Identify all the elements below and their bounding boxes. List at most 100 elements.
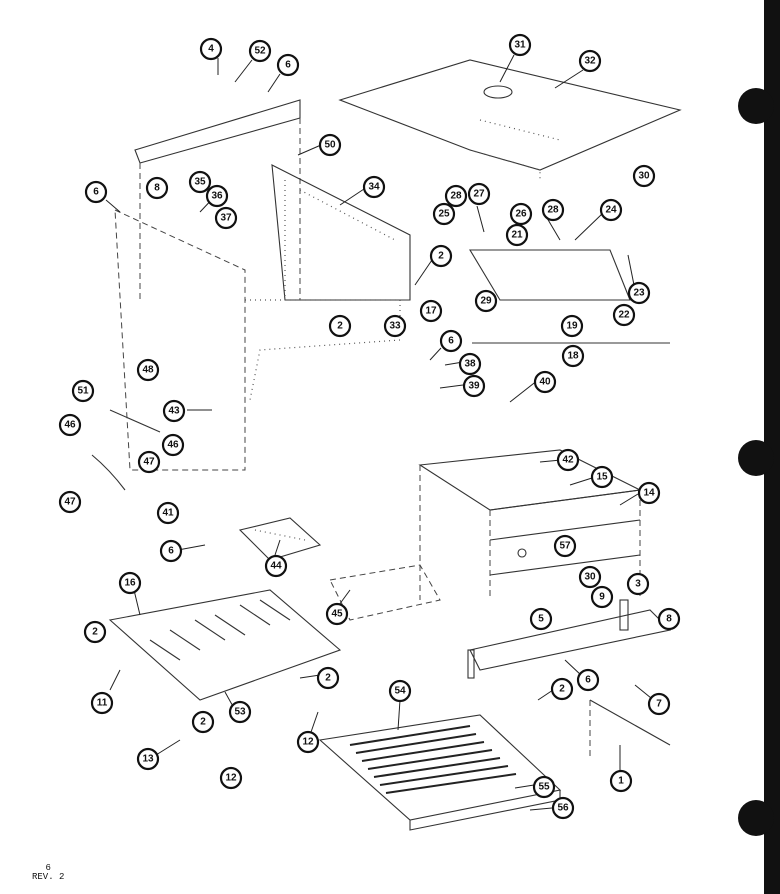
svg-text:42: 42 — [562, 455, 574, 466]
page-footer: 6 REV. 2 — [32, 864, 64, 882]
svg-text:26: 26 — [515, 209, 527, 220]
callout-3: 3 — [626, 572, 650, 596]
svg-text:57: 57 — [559, 541, 571, 552]
callout-38: 38 — [458, 352, 482, 376]
heater-plate-outline — [108, 589, 342, 701]
svg-text:30: 30 — [584, 572, 596, 583]
callout-24: 24 — [599, 198, 623, 222]
callout-13: 13 — [136, 747, 160, 771]
top-cover-vent — [483, 85, 513, 99]
callout-32: 32 — [578, 49, 602, 73]
door-handle-left — [467, 649, 475, 679]
svg-text:22: 22 — [618, 310, 630, 321]
svg-text:14: 14 — [643, 488, 655, 499]
callout-2: 2 — [328, 314, 352, 338]
svg-text:50: 50 — [324, 140, 336, 151]
callout-48: 48 — [136, 358, 160, 382]
panel-45-outline — [329, 564, 441, 621]
svg-text:2: 2 — [438, 251, 444, 262]
svg-text:28: 28 — [547, 205, 559, 216]
callout-31: 31 — [508, 33, 532, 57]
svg-text:32: 32 — [584, 56, 596, 67]
svg-text:36: 36 — [211, 191, 223, 202]
callout-30: 30 — [632, 164, 656, 188]
callout-6: 6 — [439, 329, 463, 353]
svg-text:47: 47 — [143, 457, 155, 468]
binder-edge — [738, 0, 780, 894]
punch-hole-top — [738, 88, 774, 124]
svg-text:33: 33 — [389, 321, 401, 332]
svg-text:52: 52 — [254, 46, 266, 57]
callout-46: 46 — [161, 433, 185, 457]
binder-strip — [764, 0, 780, 894]
callout-44: 44 — [264, 554, 288, 578]
callout-51: 51 — [71, 379, 95, 403]
revision-label: REV. 2 — [32, 872, 65, 882]
callout-16: 16 — [118, 571, 142, 595]
callout-52: 52 — [248, 39, 272, 63]
svg-text:23: 23 — [633, 288, 645, 299]
callout-2: 2 — [429, 244, 453, 268]
svg-text:5: 5 — [538, 614, 544, 625]
svg-text:24: 24 — [605, 205, 617, 216]
svg-text:7: 7 — [656, 699, 662, 710]
callout-2: 2 — [316, 666, 340, 690]
side-panel-detail — [284, 180, 396, 300]
callout-42: 42 — [556, 448, 580, 472]
callout-29: 29 — [474, 289, 498, 313]
callout-30: 30 — [578, 565, 602, 589]
callout-6: 6 — [84, 180, 108, 204]
top-cover-detail — [469, 119, 561, 180]
callout-23: 23 — [627, 281, 651, 305]
callout-40: 40 — [533, 370, 557, 394]
callout-2: 2 — [550, 677, 574, 701]
callout-34: 34 — [362, 175, 386, 199]
callout-6: 6 — [276, 53, 300, 77]
callout-27: 27 — [467, 182, 491, 206]
svg-text:2: 2 — [200, 717, 206, 728]
svg-text:17: 17 — [425, 306, 437, 317]
svg-text:44: 44 — [270, 561, 282, 572]
callout-2: 2 — [83, 620, 107, 644]
callout-57: 57 — [553, 534, 577, 558]
svg-text:19: 19 — [566, 321, 578, 332]
svg-text:54: 54 — [394, 686, 406, 697]
svg-text:53: 53 — [234, 707, 246, 718]
svg-text:2: 2 — [337, 321, 343, 332]
component-tray-outline — [469, 249, 631, 301]
svg-text:40: 40 — [539, 377, 551, 388]
door-bracket-right — [619, 599, 629, 631]
svg-text:11: 11 — [97, 698, 108, 709]
svg-text:6: 6 — [285, 60, 291, 71]
callout-1: 1 — [609, 769, 633, 793]
svg-text:30: 30 — [638, 171, 650, 182]
knob-57 — [517, 548, 527, 558]
callout-28: 28 — [541, 198, 565, 222]
callout-47: 47 — [58, 490, 82, 514]
callout-8: 8 — [657, 607, 681, 631]
svg-text:6: 6 — [168, 546, 174, 557]
svg-text:34: 34 — [368, 182, 380, 193]
callout-33: 33 — [383, 314, 407, 338]
callout-5: 5 — [529, 607, 553, 631]
rod-51 — [109, 409, 161, 433]
svg-text:12: 12 — [225, 773, 237, 784]
svg-text:4: 4 — [208, 44, 214, 55]
svg-text:43: 43 — [168, 406, 180, 417]
svg-text:6: 6 — [93, 187, 99, 198]
callout-47: 47 — [137, 450, 161, 474]
callout-46: 46 — [58, 413, 82, 437]
svg-text:41: 41 — [162, 508, 174, 519]
heater-plate-slots — [149, 599, 291, 661]
callout-43: 43 — [162, 399, 186, 423]
svg-text:18: 18 — [567, 351, 579, 362]
callout-15: 15 — [590, 465, 614, 489]
svg-text:8: 8 — [154, 183, 160, 194]
callout-56: 56 — [551, 796, 575, 820]
svg-text:48: 48 — [142, 365, 154, 376]
callout-21: 21 — [505, 223, 529, 247]
callout-35: 35 — [188, 170, 212, 194]
callout-12: 12 — [296, 730, 320, 754]
svg-text:47: 47 — [64, 497, 76, 508]
svg-text:35: 35 — [194, 177, 206, 188]
